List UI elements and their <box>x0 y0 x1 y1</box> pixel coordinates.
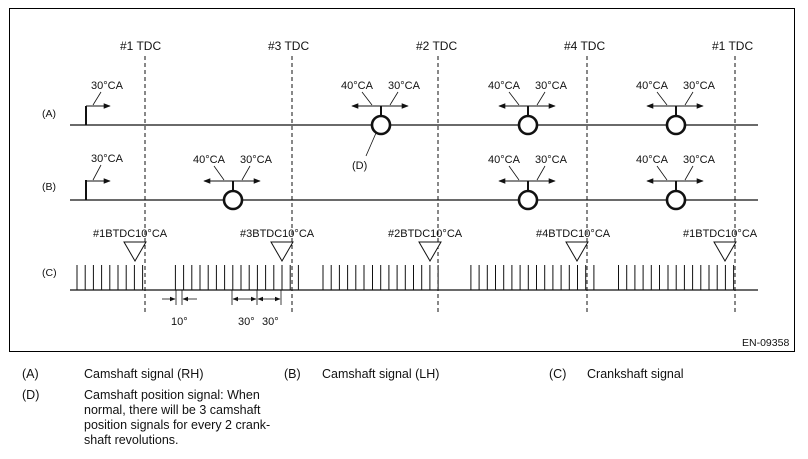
legend-d: (D) Camshaft position signal: When norma… <box>22 388 282 454</box>
tdc-label-4: #4 TDC <box>564 39 605 53</box>
angle-label-40: 40°CA <box>341 80 374 92</box>
tdc-label-5: #1 TDC <box>712 39 753 53</box>
dim-label-30-b: 30° <box>262 316 279 328</box>
btdc-label-5: #1BTDC10°CA <box>683 228 758 240</box>
callout-d: (D) <box>352 160 367 172</box>
angle-label-30: 30°CA <box>240 154 273 166</box>
callout-d-leader <box>365 132 377 157</box>
dim-label-30-a: 30° <box>238 316 255 328</box>
figure-code: EN-09358 <box>742 337 789 349</box>
angle-label-30: 30°CA <box>388 80 421 92</box>
legend-text: Camshaft signal (LH) <box>322 367 440 381</box>
row-a-reference: 30°CA <box>85 80 124 125</box>
btdc-triangle <box>713 241 737 262</box>
position-signal-circle <box>222 189 244 211</box>
btdc-triangle <box>565 241 589 262</box>
leader-line <box>389 91 399 106</box>
angle-label-30: 30°CA <box>91 153 124 165</box>
leader-line <box>241 165 251 181</box>
position-signal-circle <box>517 189 539 211</box>
leader-line <box>508 91 520 106</box>
legend-key: (A) <box>22 367 39 381</box>
leader-line <box>684 91 694 106</box>
btdc-triangle <box>123 241 147 262</box>
row-a-position-signal-1: 40°CA 30°CA (D) <box>341 80 421 172</box>
leader-line <box>508 165 520 181</box>
crankshaft-teeth <box>76 265 735 290</box>
btdc-label-2: #3BTDC10°CA <box>240 228 315 240</box>
angle-label-30: 30°CA <box>683 154 716 166</box>
angle-label-40: 40°CA <box>636 154 669 166</box>
row-a-position-signal-2: 40°CA 30°CA <box>488 80 568 136</box>
tdc-labels: #1 TDC #3 TDC #2 TDC #4 TDC #1 TDC <box>120 39 753 53</box>
row-b-position-signal-2: 40°CA 30°CA <box>488 154 568 211</box>
leader-line <box>213 165 225 181</box>
btdc-triangle <box>418 241 442 262</box>
position-signal-circle <box>665 189 687 211</box>
angle-label-30: 30°CA <box>535 80 568 92</box>
btdc-triangle <box>270 241 294 262</box>
position-signal-circle <box>517 114 539 136</box>
leader-line <box>92 164 102 181</box>
leader-line <box>536 91 546 106</box>
legend-text: Crankshaft signal <box>587 367 684 381</box>
dimension-10-deg: 10° <box>162 290 197 328</box>
angle-label-30: 30°CA <box>91 80 124 92</box>
angle-label-30: 30°CA <box>683 80 716 92</box>
row-a-position-signal-3: 40°CA 30°CA <box>636 80 716 136</box>
leader-line <box>92 91 102 106</box>
angle-label-40: 40°CA <box>488 80 521 92</box>
angle-label-30: 30°CA <box>535 154 568 166</box>
row-label-c: (C) <box>42 267 57 279</box>
dimension-30-deg: 30° 30° <box>231 290 282 328</box>
row-b-reference: 30°CA <box>85 153 124 200</box>
leader-line <box>361 91 373 106</box>
tdc-lines <box>144 56 736 314</box>
tdc-label-1: #1 TDC <box>120 39 161 53</box>
dim-label-10: 10° <box>171 316 188 328</box>
leader-line <box>684 165 694 181</box>
leader-line <box>656 165 668 181</box>
row-label-a: (A) <box>42 108 56 120</box>
leader-line <box>656 91 668 106</box>
legend-text: Camshaft signal (RH) <box>84 367 204 381</box>
position-signal-circle <box>370 114 392 136</box>
btdc-label-4: #4BTDC10°CA <box>536 228 611 240</box>
tdc-label-3: #2 TDC <box>416 39 457 53</box>
diagram-frame <box>9 8 795 352</box>
row-b-position-signal-1: 40°CA 30°CA <box>193 154 273 211</box>
row-label-b: (B) <box>42 181 56 193</box>
angle-label-40: 40°CA <box>488 154 521 166</box>
btdc-markers: #1BTDC10°CA #3BTDC10°CA #2BTDC10°CA #4BT… <box>93 228 758 262</box>
btdc-label-1: #1BTDC10°CA <box>93 228 168 240</box>
btdc-label-3: #2BTDC10°CA <box>388 228 463 240</box>
legend-key: (D) <box>22 388 40 402</box>
legend-key: (C) <box>549 367 567 381</box>
tdc-label-2: #3 TDC <box>268 39 309 53</box>
leader-line <box>536 165 546 181</box>
legend-key: (B) <box>284 367 301 381</box>
timing-diagram: #1 TDC #3 TDC #2 TDC #4 TDC #1 TDC (A) (… <box>42 39 789 349</box>
angle-label-40: 40°CA <box>636 80 669 92</box>
legend-text: Camshaft position signal: When normal, t… <box>84 388 271 447</box>
position-signal-circle <box>665 114 687 136</box>
row-b-position-signal-3: 40°CA 30°CA <box>636 154 716 211</box>
angle-label-40: 40°CA <box>193 154 226 166</box>
